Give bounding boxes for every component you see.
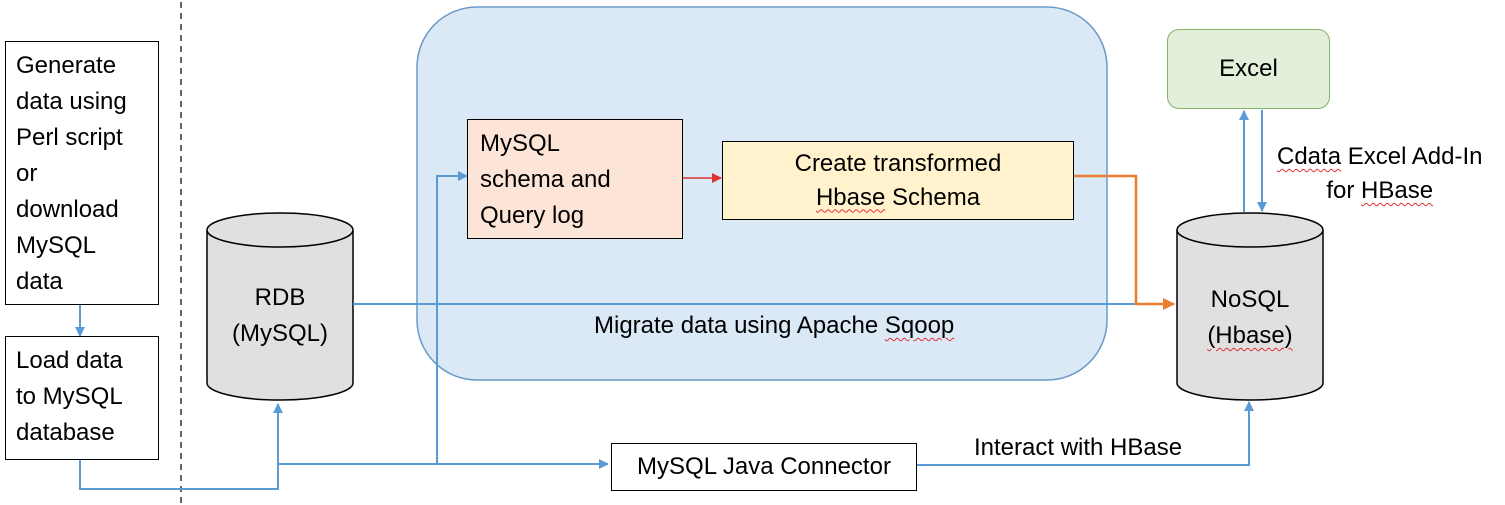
generate-line-3: Perl script xyxy=(16,124,123,151)
nosql-label: NoSQL (Hbase) xyxy=(1177,280,1323,356)
interact-label: Interact with HBase xyxy=(974,431,1182,465)
transformed-line-1: Create transformed xyxy=(794,149,1002,177)
cdata-label: Cdata Excel Add-In for HBase xyxy=(1277,140,1482,208)
load-line-3: database xyxy=(16,419,115,446)
schema-line-1: MySQL xyxy=(480,130,561,157)
rdb-cylinder xyxy=(206,212,354,401)
rdb-label: RDB (MySQL) xyxy=(207,278,353,354)
cdata-line2-prefix: for xyxy=(1326,177,1362,204)
generate-line-4: or xyxy=(16,160,38,187)
cdata-line-2: for HBase xyxy=(1277,174,1482,208)
nosql-cylinder xyxy=(1176,212,1324,401)
rdb-line-1: RDB xyxy=(254,284,306,311)
migrate-label: Migrate data using Apache Sqoop xyxy=(594,309,954,343)
cdata-suffix: Excel Add-In xyxy=(1341,143,1483,170)
mysql-java-connector-box: MySQL Java Connector xyxy=(611,443,917,491)
load-line-2: to MySQL xyxy=(16,383,123,410)
migrate-word-sqoop: Sqoop xyxy=(884,312,955,339)
generate-line-5: download xyxy=(16,196,119,223)
transformed-line-2: Hbase Schema xyxy=(816,181,980,215)
mysql-schema-box: MySQL schema and Query log xyxy=(467,119,683,239)
transformed-word-hbase: Hbase xyxy=(815,183,886,211)
cdata-word: Cdata xyxy=(1277,143,1342,170)
rdb-line-2: (MySQL) xyxy=(232,320,328,347)
migrate-prefix: Migrate data using Apache xyxy=(594,312,885,339)
nosql-line-1: NoSQL xyxy=(1210,286,1290,313)
interact-text: Interact with HBase xyxy=(974,434,1183,461)
generate-line-1: Generate xyxy=(16,52,117,79)
path-connector-to-schema xyxy=(436,171,468,464)
schema-line-2: schema and xyxy=(480,166,611,193)
generate-line-7: data xyxy=(16,268,63,295)
transformed-schema-box: Create transformed Hbase Schema xyxy=(722,141,1074,220)
path-connector-to-nosql xyxy=(917,401,1254,466)
connector-label: MySQL Java Connector xyxy=(637,453,891,480)
cdata-line-1: Cdata Excel Add-In xyxy=(1277,140,1482,174)
generate-line-2: data using xyxy=(16,88,127,115)
cdata-hbase-word: HBase xyxy=(1361,177,1434,204)
load-data-box: Load data to MySQL database xyxy=(5,336,159,460)
load-line-1: Load data xyxy=(16,347,123,374)
excel-box: Excel xyxy=(1167,29,1330,109)
path-transformed-to-nosql xyxy=(1074,174,1175,310)
generate-data-box: Generate data using Perl script or downl… xyxy=(5,41,159,305)
generate-line-6: MySQL xyxy=(16,232,97,259)
schema-line-3: Query log xyxy=(480,202,585,229)
nosql-line-2: (Hbase) xyxy=(1207,322,1293,349)
excel-label: Excel xyxy=(1219,55,1278,82)
transformed-word-schema: Schema xyxy=(892,183,981,211)
path-load-to-connector xyxy=(79,459,609,490)
